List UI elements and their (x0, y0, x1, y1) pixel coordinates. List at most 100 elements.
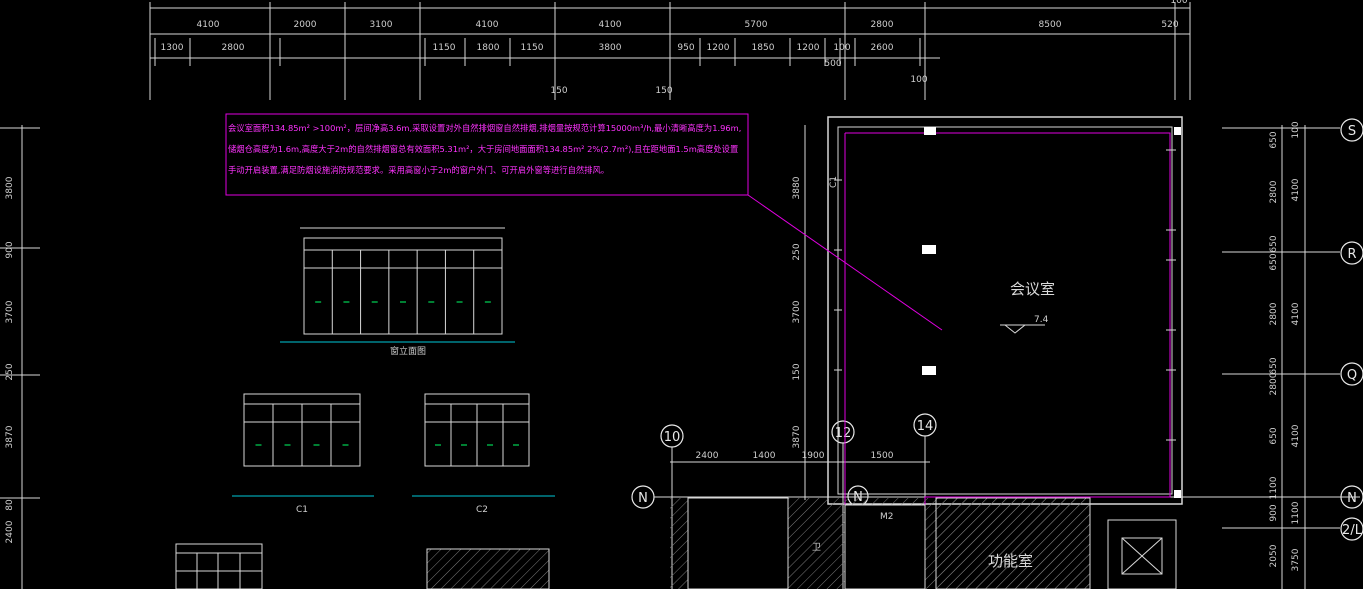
right-dim-inner-text: 650 (1269, 235, 1279, 252)
bottom-dim-text: 1500 (871, 451, 894, 461)
right-dim-outer-text: 4100 (1291, 302, 1301, 325)
top-dim-row2-text: 1850 (752, 43, 775, 53)
top-dim-row2-text: 1300 (161, 43, 184, 53)
right-dim-inner-text: 650 (1269, 131, 1279, 148)
right-dim-inner-text: 900 (1269, 504, 1279, 521)
right-dim-inner-text: 2800 (1269, 180, 1279, 203)
elevation-tag: C2 (476, 505, 488, 515)
right-dim-inner-text: 650 (1269, 427, 1279, 444)
plan-left-dim-text: 3870 (792, 425, 802, 448)
note-leader (225, 113, 943, 331)
room-name-conference: 会议室 (1010, 280, 1055, 298)
top-dim-row1-text: 2000 (294, 20, 317, 30)
toilet-label: 卫 (812, 543, 821, 553)
grid-row-bubbles: S R Q N 2/L (1340, 118, 1363, 541)
grid-row-bubble (1340, 118, 1363, 142)
right-dim-inner-text: 2800 (1269, 302, 1279, 325)
top-dim-row1-text: 8500 (1039, 20, 1062, 30)
top-dimension-row2: 1300 2800 1150 1800 1150 3800 950 1200 1850 1200 1… (161, 43, 894, 53)
top-dim-row2-text: 1150 (433, 43, 456, 53)
window-elevation-small-2 (412, 393, 555, 497)
top-dim-row1-text: 4100 (476, 20, 499, 30)
right-dim-inner-text: 1100 (1269, 476, 1279, 499)
right-dim-inner-text: 2800 (1269, 372, 1279, 395)
top-dim-row1-text: 520 (1161, 20, 1178, 30)
window-elevation-small-1 (232, 393, 374, 497)
grid-row-label: R (1347, 247, 1356, 262)
top-dim-row2-text: 2800 (222, 43, 245, 53)
bottom-dim-text: 1400 (753, 451, 776, 461)
top-dim-row2-text: 1150 (521, 43, 544, 53)
top-dimension-lines (149, 2, 1191, 100)
left-dim-text: 900 (5, 241, 15, 258)
plan-left-dim-text: 3880 (792, 176, 802, 199)
right-dim-outer-text: 4100 (1291, 178, 1301, 201)
left-dimension-line (0, 125, 40, 589)
plan-left-dim-text: 250 (792, 243, 802, 260)
left-dim-text: 250 (5, 363, 15, 380)
top-dim-row2-text: 3800 (599, 43, 622, 53)
conference-room-plan: 会议室 7.4 C1 (827, 116, 1183, 521)
top-dim-row1-text: 3100 (370, 20, 393, 30)
top-dim-row2-text: 1200 (797, 43, 820, 53)
level-value: 7.4 (1034, 315, 1049, 325)
grid-row-label: Q (1347, 368, 1357, 383)
right-dim-outer-text: 4100 (1291, 424, 1301, 447)
plan-left-dim-text: 150 (792, 363, 802, 380)
top-dim-row2-text: 100 (833, 43, 850, 53)
plan-left-dimensions: 3880 250 3700 150 3870 (792, 176, 802, 448)
level-mark: 7.4 (1000, 315, 1049, 334)
right-dimension-lines (1222, 125, 1340, 589)
top-dim-row2-text: 950 (677, 43, 694, 53)
window-elevation-small-3 (175, 543, 263, 589)
bottom-dimensions: 2400 1400 1900 1500 (696, 451, 894, 461)
grid-column-label: 10 (664, 430, 681, 445)
right-dim-inner-text: 650 (1269, 253, 1279, 270)
lower-plan-area: 功能室 卫 M2 (426, 497, 1177, 589)
top-dim-row2-text: 1200 (707, 43, 730, 53)
grid-row-label: S (1348, 124, 1356, 139)
top-dim-extra-text: 100 (1170, 0, 1187, 6)
top-dim-extra-text: 500 (824, 59, 841, 69)
grid-row-bubble (1340, 362, 1363, 386)
right-dim-outer-text: 100 (1291, 121, 1301, 138)
right-dim-inner-text: 650 (1269, 357, 1279, 374)
top-dim-row2-text: 1800 (477, 43, 500, 53)
grid-column-label: 12 (835, 426, 852, 441)
elevation-labels: 窗立面图 C1 C2 (296, 345, 488, 515)
left-dim-text: 3700 (5, 300, 15, 323)
grid-row-label: N (1347, 491, 1357, 506)
plan-left-dim-text: 3700 (792, 300, 802, 323)
top-dim-row1-text: 4100 (197, 20, 220, 30)
window-tag: C1 (829, 176, 839, 188)
top-dim-extra-text: 150 (655, 86, 672, 96)
top-dim-row1-text: 5700 (745, 20, 768, 30)
room-name-function: 功能室 (988, 552, 1033, 570)
right-dimensions-outer: 100 4100 4100 4100 1100 3750 (1291, 121, 1301, 571)
left-dim-text: 3800 (5, 176, 15, 199)
window-elevation-large (280, 227, 515, 343)
grid-row-label: 2/L (1342, 523, 1363, 538)
top-dim-row2-text: 2600 (871, 43, 894, 53)
top-dim-row1-text: 4100 (599, 20, 622, 30)
elevation-title: 窗立面图 (390, 345, 426, 357)
top-dimension-row1: 4100 2000 3100 4100 4100 5700 2800 8500 520 (197, 20, 1179, 30)
bottom-dim-text: 1900 (802, 451, 825, 461)
smoke-exhaust-note: 会议室面积134.85m² >100m²，层间净高3.6m,采取设置对外自然排烟… (228, 123, 742, 175)
door-tag: M2 (880, 512, 894, 522)
top-dim-row1-text: 2800 (871, 20, 894, 30)
right-dim-outer-text: 1100 (1291, 501, 1301, 524)
grid-row-bubble (1340, 517, 1363, 541)
elevation-tag: C1 (296, 505, 308, 515)
left-dim-text: 3870 (5, 425, 15, 448)
right-dim-outer-text: 3750 (1291, 548, 1301, 571)
grid-row-bubble (1340, 241, 1363, 265)
top-dim-extra-text: 100 (910, 75, 927, 85)
bottom-dim-text: 2400 (696, 451, 719, 461)
left-dim-text: 2400 (5, 520, 15, 543)
grid-bubble-n-left-label: N (638, 491, 648, 506)
